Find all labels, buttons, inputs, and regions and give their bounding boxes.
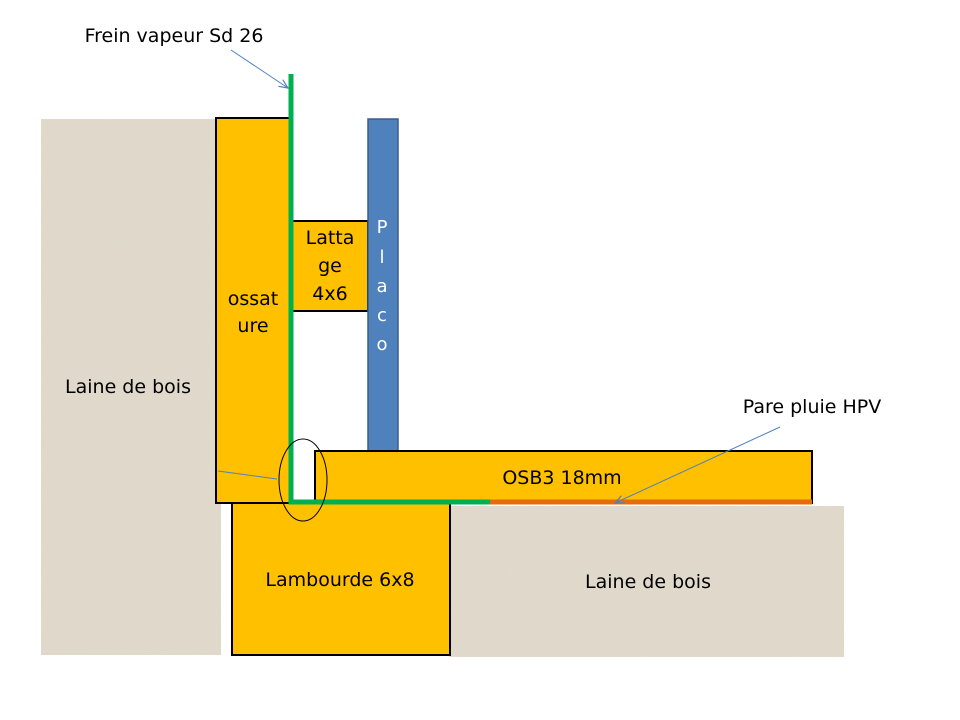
frein-vapeur-label: Frein vapeur Sd 26 [85,25,264,47]
pare-pluie-leader [615,426,781,503]
ossature-label-2: ure [237,315,268,337]
detail-ellipse [278,438,328,522]
placo-board [367,118,399,453]
osb-label: OSB3 18mm [502,467,621,489]
insulation-left [41,119,221,655]
placo-letter: a [376,276,387,297]
laine-right-label: Laine de bois [585,571,711,593]
lambourde-label: Lambourde 6x8 [265,569,414,591]
ossature-label-1: ossat [228,288,279,310]
frein-vapeur-leader [230,49,288,88]
laine-left-label: Laine de bois [65,376,191,398]
ossature-stud [215,117,291,504]
osb-panel [314,450,813,504]
placo-letter: c [377,305,387,326]
lattage-batten [291,220,369,312]
frein-vapeur-membrane [288,74,490,505]
lattage-label-3: 4x6 [312,283,347,305]
insulation-right [449,506,844,657]
pare-pluie-label: Pare pluie HPV [743,396,882,418]
placo-letter: o [376,334,387,355]
placo-letter: l [379,247,384,268]
ossature-leader [217,470,278,480]
lattage-label-1: Latta [306,227,355,249]
lattage-label-2: ge [318,255,342,277]
placo-letter: P [377,217,388,238]
